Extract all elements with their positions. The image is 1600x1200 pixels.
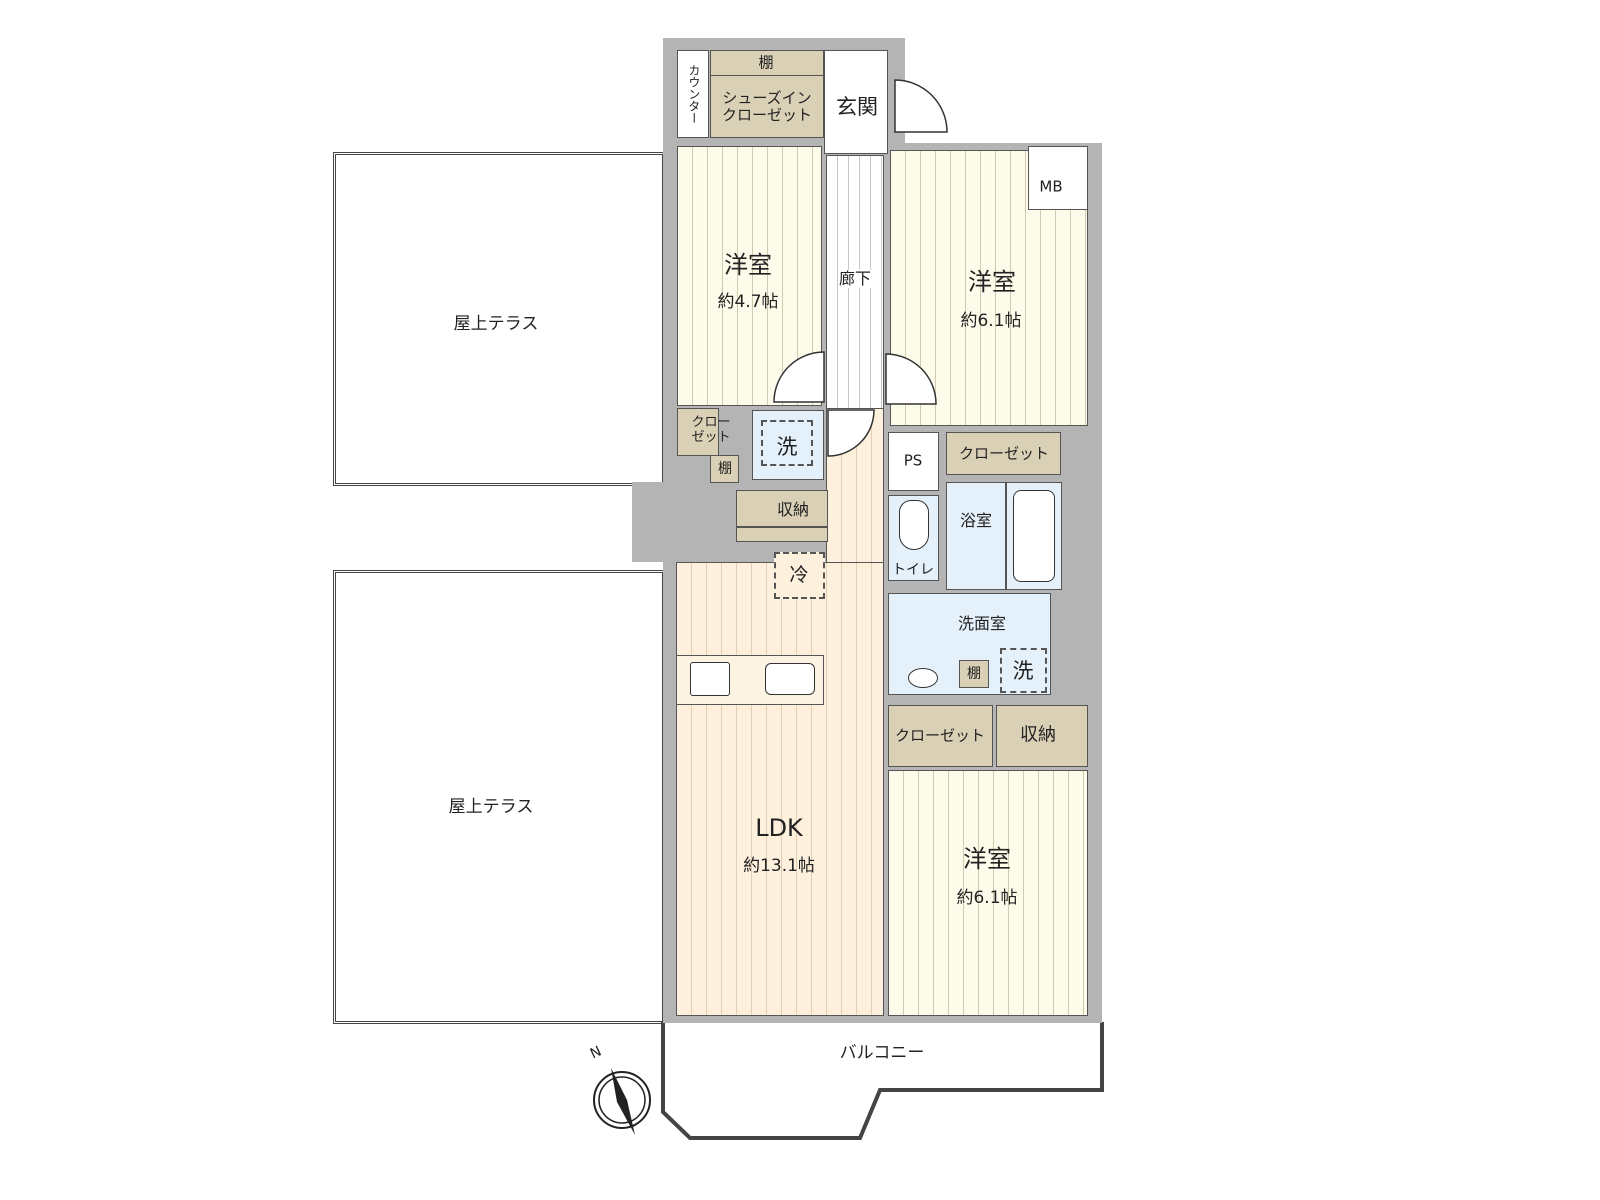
washer-1-label: 洗 [776, 434, 798, 459]
western-room-3-size: 約6.1帖 [956, 888, 1018, 909]
lower-terrace-label: 屋上テラス [448, 797, 534, 818]
toilet-icon [899, 500, 929, 550]
western-room-1-name: 洋室 [724, 251, 772, 280]
washer-2-label: 洗 [1012, 658, 1034, 683]
bathroom [946, 482, 1006, 590]
door-icon [885, 353, 937, 405]
balcony-label: バルコニー [839, 1043, 925, 1064]
shoes-closet [710, 75, 824, 138]
compass-icon [593, 1068, 651, 1135]
ps [888, 432, 939, 491]
ldk-size: 約13.1帖 [743, 856, 815, 877]
storage-2-label: 収納 [1020, 724, 1056, 746]
basin-icon [908, 668, 938, 688]
fridge-space [774, 552, 825, 599]
stove-icon [690, 662, 730, 696]
storage-1-lower [736, 527, 828, 542]
shelf-top-label: 棚 [758, 53, 774, 72]
counter [677, 50, 709, 138]
lower-terrace [333, 570, 665, 1024]
corridor [826, 155, 884, 410]
upper-terrace [333, 152, 665, 486]
mb-label: MB [1039, 177, 1063, 196]
entrance [824, 50, 888, 154]
entrance-door-icon [894, 79, 948, 133]
closet-2-label: クローゼット [958, 444, 1050, 463]
toilet-label: トイレ [892, 561, 934, 578]
storage-1 [736, 490, 828, 527]
corridor-label: 廊下 [838, 268, 872, 289]
western-room-2-size: 約6.1帖 [960, 311, 1022, 332]
shelf-wash [959, 660, 989, 688]
door-icon [773, 351, 825, 403]
shoes-closet-label: シューズイン クローゼット [721, 88, 813, 124]
bathroom-label: 浴室 [959, 510, 993, 530]
western-room-3 [888, 770, 1088, 1016]
shelf-wash-label: 棚 [967, 665, 981, 682]
shelf-small [710, 455, 739, 483]
bathtub-icon [1013, 490, 1055, 582]
western-room-3-name: 洋室 [963, 845, 1011, 874]
mb [1028, 146, 1088, 210]
sink-icon [765, 663, 815, 695]
shelf-top [710, 50, 824, 76]
closet-3 [888, 705, 993, 767]
entrance-label: 玄関 [836, 94, 878, 119]
western-room-1-size: 約4.7帖 [717, 292, 779, 313]
closet-2 [946, 432, 1061, 475]
upper-terrace-label: 屋上テラス [453, 314, 539, 335]
shelf-small-label: 棚 [718, 460, 732, 477]
storage-1-label: 収納 [776, 499, 810, 519]
fridge-label: 冷 [789, 564, 809, 587]
ldk [676, 562, 884, 1016]
washer-outline [761, 420, 813, 466]
ldk-name: LDK [755, 814, 803, 843]
storage-2 [996, 705, 1088, 767]
closet-3-label: クローゼット [894, 726, 986, 745]
closet-small [677, 408, 719, 456]
side-wall [632, 482, 672, 562]
washer-outline [1000, 648, 1047, 693]
door-icon [827, 409, 875, 457]
closet-small-label: クロー ゼット [691, 415, 731, 445]
ps-label: PS [903, 451, 923, 470]
western-room-2-name: 洋室 [968, 268, 1016, 297]
washroom-label: 洗面室 [957, 613, 1007, 633]
counter-label: カウンター [686, 64, 701, 124]
